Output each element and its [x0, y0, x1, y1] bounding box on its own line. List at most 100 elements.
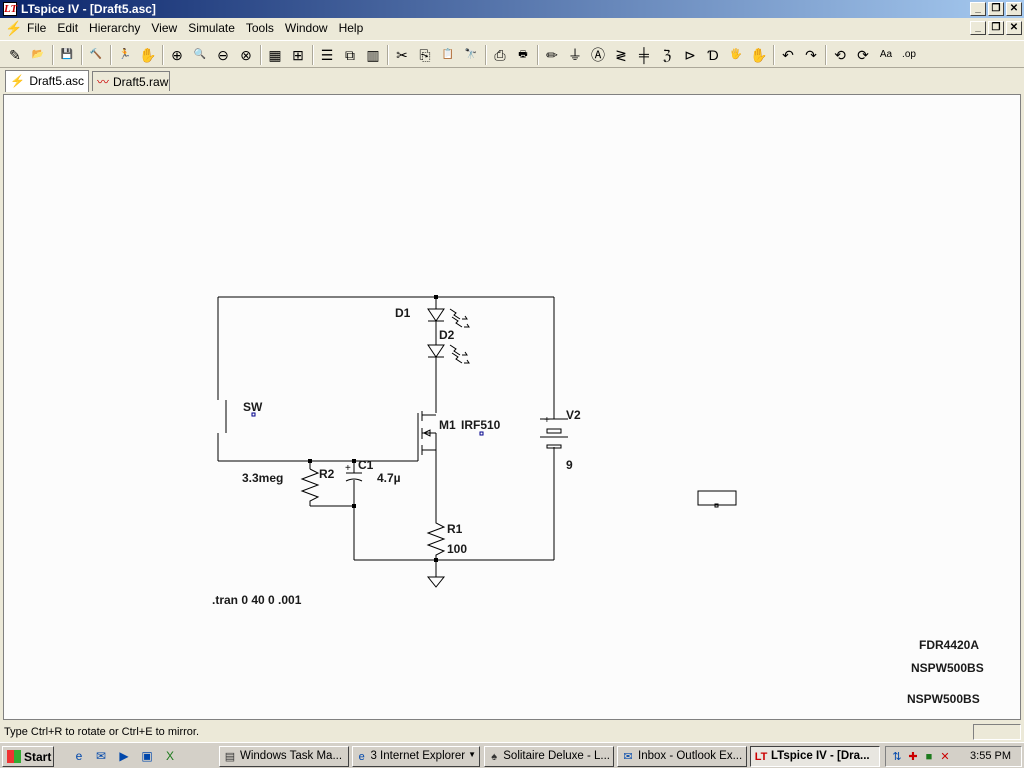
toolbar-separator [537, 45, 539, 65]
close-button[interactable]: ✕ [1006, 2, 1022, 16]
tab-draft5-asc[interactable]: ⚡ Draft5.asc [5, 70, 89, 92]
halt-icon[interactable]: ✋ [139, 47, 157, 63]
r2-value-label[interactable]: 3.3meg [242, 471, 284, 485]
task-internet-explorer[interactable]: e 3 Internet Explorer ▼ [352, 746, 480, 767]
undo-icon[interactable]: ↶ [782, 47, 794, 63]
media-player-icon[interactable]: ▶ [119, 749, 129, 763]
resistor-icon[interactable]: ≷ [615, 47, 627, 63]
menu-hierarchy[interactable]: Hierarchy [89, 21, 141, 35]
autorange-icon[interactable]: ▦ [268, 47, 282, 63]
start-button[interactable]: Start [2, 746, 54, 767]
toolbar-separator [110, 45, 112, 65]
minimize-button[interactable]: _ [970, 2, 986, 16]
save-icon[interactable]: 💾 [60, 49, 74, 60]
ltspice-app-icon[interactable]: LT [3, 2, 18, 16]
copy-icon[interactable]: ⎘ [419, 47, 431, 63]
outlook-icon[interactable]: ✉ [95, 749, 107, 763]
cut-icon[interactable]: ✂ [396, 47, 408, 63]
open-icon[interactable]: 📂 [31, 49, 45, 60]
cascade-icon[interactable]: ⧉ [345, 47, 355, 63]
ground-icon[interactable]: ⏚ [568, 47, 582, 63]
control-panel-icon[interactable]: 🔨 [89, 49, 103, 60]
excel-icon[interactable]: X [165, 749, 174, 763]
d2-label[interactable]: D2 [439, 328, 455, 342]
tile-vertical-icon[interactable]: ▥ [366, 47, 380, 63]
title-bar: LT LTspice IV - [Draft5.asc] _ ❐ ✕ [0, 0, 1024, 18]
v2-label[interactable]: V2 [566, 408, 581, 422]
text-icon[interactable]: Aa [879, 49, 893, 60]
menu-simulate[interactable]: Simulate [188, 21, 235, 35]
drag-icon[interactable]: ✋ [750, 47, 768, 63]
capacitor-icon[interactable]: ╪ [639, 47, 649, 63]
task-solitaire-deluxe[interactable]: ♠ Solitaire Deluxe - L... [484, 746, 614, 767]
paste-icon[interactable]: 📋 [441, 49, 455, 60]
wire-icon[interactable]: ✏ [546, 47, 558, 63]
monitor-icon[interactable]: ■ [925, 751, 933, 763]
ie-icon: e [358, 751, 365, 763]
svg-text:+: + [345, 463, 351, 474]
grid-icon[interactable]: ⊞ [292, 47, 304, 63]
mirror-icon[interactable]: ⟳ [857, 47, 869, 63]
move-icon[interactable]: 🖐 [729, 49, 743, 60]
tab-draft5-raw[interactable]: 〰 Draft5.raw [92, 71, 170, 91]
inductor-icon[interactable]: ℨ [662, 47, 672, 63]
task-ltspice[interactable]: LT LTspice IV - [Dra... [750, 746, 880, 767]
circuit-icon[interactable]: ⚡ [5, 20, 23, 36]
m1-label[interactable]: M1 [439, 418, 456, 432]
tile-horizontal-icon[interactable]: ☰ [320, 47, 334, 63]
part-label-fdr4420a[interactable]: FDR4420A [919, 638, 980, 652]
r1-value-label[interactable]: 100 [447, 542, 468, 556]
label-net-icon[interactable]: Ⓐ [591, 47, 605, 63]
ltspice-icon: LT [754, 751, 768, 763]
task-outlook-express[interactable]: ✉ Inbox - Outlook Ex... [617, 746, 747, 767]
spice-directive[interactable]: .tran 0 40 0 .001 [212, 593, 302, 607]
doc-restore-button[interactable]: ❐ [988, 21, 1004, 35]
r2-label[interactable]: R2 [319, 467, 335, 481]
d1-label[interactable]: D1 [395, 306, 411, 320]
print-setup-icon[interactable]: ⎙ [494, 47, 506, 63]
toolbar: ✎ 📂 💾 🔨 🏃 ✋ ⊕ 🔍 ⊖ ⊗ ▦ ⊞ ☰ ⧉ ▥ ✂ ⎘ 📋 🔭 ⎙ 🖶 ✏ ⏚ Ⓐ ≷ ╪ ℨ ⊳ Ɗ 🖐 ✋ ↶ ↷ ⟲ ⟳ Aa .op [0, 40, 1024, 68]
rotate-icon[interactable]: ⟲ [834, 47, 846, 63]
component-icon[interactable]: Ɗ [707, 47, 719, 63]
clock[interactable]: 3:55 PM [970, 750, 1011, 762]
system-tray: ⇅ ✚ ■ ✕ 3:55 PM [885, 746, 1022, 767]
new-schematic-icon[interactable]: ✎ [9, 47, 21, 63]
zoom-out-icon[interactable]: ⊖ [217, 47, 229, 63]
desktop-icon[interactable]: ▣ [141, 749, 153, 763]
zoom-in-icon[interactable]: ⊕ [171, 47, 183, 63]
run-icon[interactable]: 🏃 [118, 49, 132, 60]
volume-muted-icon[interactable]: ✕ [940, 751, 950, 763]
part-label-nspw500bs-2[interactable]: NSPW500BS [907, 692, 980, 706]
c1-value-label[interactable]: 4.7µ [377, 471, 401, 485]
pan-icon[interactable]: 🔍 [193, 49, 207, 60]
status-bar: Type Ctrl+R to rotate or Ctrl+E to mirro… [0, 722, 1024, 742]
diode-icon[interactable]: ⊳ [684, 47, 696, 63]
ie-icon[interactable]: e [75, 749, 83, 763]
toolbar-separator [81, 45, 83, 65]
schematic-canvas[interactable]: + + D1 D2 SW M1 IRF510 V2 9 R2 3.3meg C1… [3, 94, 1021, 720]
m1-model-label[interactable]: IRF510 [461, 418, 501, 432]
doc-minimize-button[interactable]: _ [970, 21, 986, 35]
c1-label[interactable]: C1 [358, 458, 374, 472]
print-icon[interactable]: 🖶 [518, 49, 528, 60]
redo-icon[interactable]: ↷ [805, 47, 817, 63]
menu-edit[interactable]: Edit [57, 21, 79, 35]
menu-file[interactable]: File [27, 21, 47, 35]
part-label-nspw500bs-1[interactable]: NSPW500BS [911, 661, 984, 675]
find-icon[interactable]: 🔭 [464, 49, 478, 60]
menu-tools[interactable]: Tools [245, 21, 274, 35]
doc-close-button[interactable]: ✕ [1006, 21, 1022, 35]
r1-label[interactable]: R1 [447, 522, 463, 536]
restore-button[interactable]: ❐ [988, 2, 1004, 16]
spice-directive-icon[interactable]: .op [902, 49, 916, 60]
zoom-fit-icon[interactable]: ⊗ [240, 47, 252, 63]
security-icon[interactable]: ✚ [908, 751, 918, 763]
sw-label[interactable]: SW [243, 400, 263, 414]
task-windows-task-manager[interactable]: ▤ Windows Task Ma... [219, 746, 349, 767]
menu-window[interactable]: Window [284, 21, 328, 35]
network-icon[interactable]: ⇅ [892, 751, 902, 763]
windows-logo-icon [7, 750, 21, 763]
menu-help[interactable]: Help [338, 21, 364, 35]
menu-view[interactable]: View [151, 21, 178, 35]
v2-value-label[interactable]: 9 [566, 458, 573, 472]
